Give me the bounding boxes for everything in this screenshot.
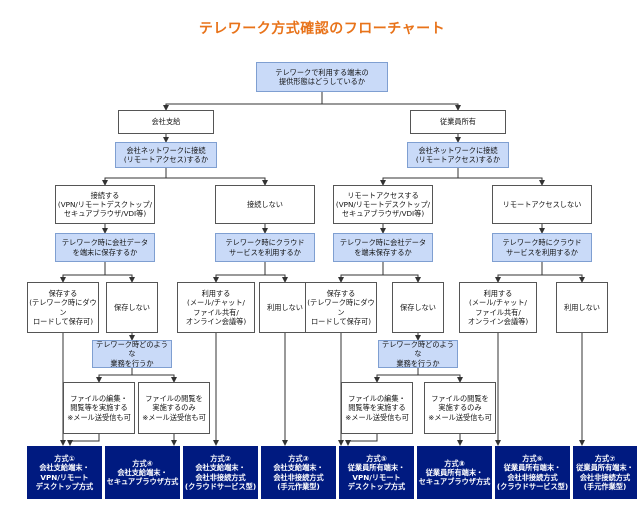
result-method-1: 方式① 会社支給端末・ VPN/リモート デスクトップ方式 <box>27 446 102 499</box>
question-cloud-company: テレワーク時にクラウド サービスを利用するか <box>215 233 315 262</box>
option-no-connect-company: 接続しない <box>215 185 315 224</box>
result-method-4: 方式④ 会社支給端末・ セキュアブラウザ方式 <box>105 446 180 499</box>
option-no-remote-access-employee: リモートアクセスしない <box>492 185 592 224</box>
question-network-employee: 会社ネットワークに接続 (リモートアクセス)するか <box>407 142 509 168</box>
option-no-cloud-company: 利用しない <box>259 282 311 333</box>
option-view-files-company: ファイルの閲覧を 実施するのみ ※メール送受信も可 <box>138 382 210 434</box>
result-method-7: 方式⑦ 従業員所有端末・ 会社非接続方式 (手元作業型) <box>573 446 637 499</box>
question-save-data-employee: テレワーク時に会社データ を端末保存するか <box>333 233 433 262</box>
result-method-5: 方式⑤ 従業員所有端末・ VPN/リモート デスクトップ方式 <box>339 446 414 499</box>
option-no-save-company: 保存しない <box>106 282 158 333</box>
page-title: テレワーク方式確認のフローチャート <box>198 21 446 37</box>
option-remote-access-employee: リモートアクセスする (VPN/リモートデスクトップ/ セキュアブラウザ/VDI… <box>333 185 433 224</box>
question-terminal-provision: テレワークで利用する端末の 提供形態はどうしているか <box>256 62 388 92</box>
question-work-type-company: テレワーク時どのような 業務を行うか <box>92 340 172 368</box>
option-no-cloud-employee: 利用しない <box>556 282 608 333</box>
option-save-employee: 保存する (テレワーク時にダウン ロードして保存可) <box>305 282 377 333</box>
result-method-8: 方式⑧ 従業員所有端末・ セキュアブラウザ方式 <box>417 446 492 499</box>
question-network-company: 会社ネットワークに接続 (リモートアクセス)するか <box>115 142 217 168</box>
result-method-2: 方式② 会社支給端末・ 会社非接続方式 (クラウドサービス型) <box>183 446 258 499</box>
question-cloud-employee: テレワーク時にクラウド サービスを利用するか <box>492 233 592 262</box>
option-view-files-employee: ファイルの閲覧を 実施するのみ ※メール送受信も可 <box>424 382 496 434</box>
result-method-3: 方式③ 会社支給端末・ 会社非接続方式 (手元作業型) <box>261 446 336 499</box>
option-connect-company: 接続する (VPN/リモートデスクトップ/ セキュアブラウザ/VDI等) <box>55 185 155 224</box>
option-edit-files-company: ファイルの編集・ 閲覧等を実施する ※メール送受信も可 <box>63 382 135 434</box>
option-employee-owned: 従業員所有 <box>410 110 506 134</box>
result-method-6: 方式⑥ 従業員所有端末・ 会社非接続方式 (クラウドサービス型) <box>495 446 570 499</box>
option-use-cloud-employee: 利用する (メール/チャット/ ファイル共有/ オンライン会議等) <box>459 282 537 333</box>
option-edit-files-employee: ファイルの編集・ 閲覧等を実施する ※メール送受信も可 <box>341 382 413 434</box>
question-save-data-company: テレワーク時に会社データ を端末に保存するか <box>55 233 155 262</box>
question-work-type-employee: テレワーク時どのような 業務を行うか <box>378 340 458 368</box>
option-no-save-employee: 保存しない <box>392 282 444 333</box>
option-company-issued: 会社支給 <box>118 110 214 134</box>
option-use-cloud-company: 利用する (メール/チャット/ ファイル共有/ オンライン会議等) <box>177 282 255 333</box>
option-save-company: 保存する (テレワーク時にダウン ロードして保存可) <box>27 282 99 333</box>
